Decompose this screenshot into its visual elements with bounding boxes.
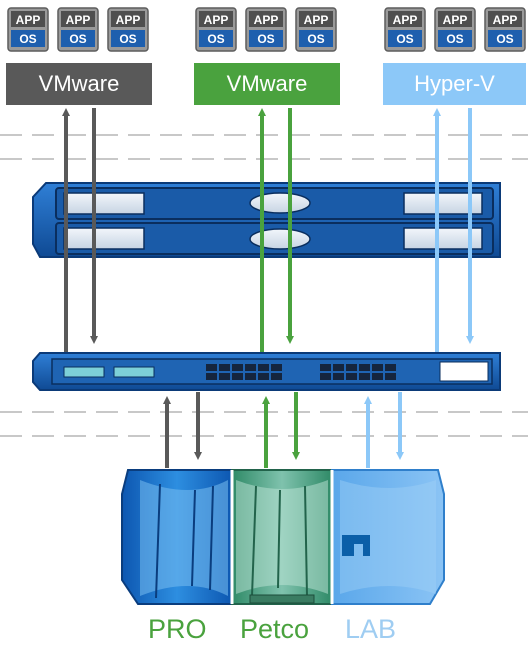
switch-port xyxy=(206,373,217,380)
switch-port xyxy=(271,373,282,380)
switch-port xyxy=(346,364,357,371)
switch-port xyxy=(346,373,357,380)
switch-port xyxy=(258,364,269,371)
tile-top-text: APP xyxy=(493,13,518,27)
app-os-tile-icon: APP OS xyxy=(295,7,337,52)
hypervisor-label-right: Hyper-V xyxy=(383,63,526,105)
tile-top-text: APP xyxy=(304,13,329,27)
storage-array xyxy=(121,469,445,605)
app-os-tile-icon: APP OS xyxy=(484,7,526,52)
switch-port xyxy=(232,373,243,380)
hypervisor-label-left: VMware xyxy=(6,63,152,105)
network-switch xyxy=(32,352,501,391)
hypervisor-label-middle: VMware xyxy=(194,63,340,105)
tile-top-text: APP xyxy=(393,13,418,27)
app-os-tile-icon: APP OS xyxy=(107,7,149,52)
tile-top-text: APP xyxy=(254,13,279,27)
tile-bottom-text: OS xyxy=(446,32,463,46)
switch-port xyxy=(320,364,331,371)
server-led-top xyxy=(249,192,311,214)
switch-port xyxy=(372,373,383,380)
switch-port xyxy=(333,373,344,380)
storage-logo-icon xyxy=(342,535,370,556)
tile-bottom-text: OS xyxy=(19,32,36,46)
switch-port xyxy=(333,364,344,371)
switch-ports xyxy=(206,361,489,382)
server-led-bottom xyxy=(249,228,311,250)
data-flow-arrows xyxy=(62,108,474,468)
tile-top-text: APP xyxy=(116,13,141,27)
tile-bottom-text: OS xyxy=(307,32,324,46)
tile-bottom-text: OS xyxy=(207,32,224,46)
tile-top-text: APP xyxy=(16,13,41,27)
storage-label-pro: PRO xyxy=(148,614,207,644)
tile-bottom-text: OS xyxy=(69,32,86,46)
switch-port xyxy=(359,364,370,371)
switch-port xyxy=(372,364,383,371)
app-os-tile-icon: APP OS xyxy=(195,7,237,52)
switch-port xyxy=(385,364,396,371)
app-os-tile-icon: APP OS xyxy=(245,7,287,52)
tile-bottom-text: OS xyxy=(119,32,136,46)
tile-bottom-text: OS xyxy=(257,32,274,46)
switch-port xyxy=(320,373,331,380)
storage-label-lab: LAB xyxy=(345,614,397,644)
switch-port xyxy=(206,364,217,371)
app-os-tile-icon: APP OS xyxy=(384,7,426,52)
app-os-tile-icon: APP OS xyxy=(434,7,476,52)
tile-bottom-text: OS xyxy=(496,32,513,46)
app-os-tile-icon: APP OS xyxy=(7,7,49,52)
tile-top-text: APP xyxy=(204,13,229,27)
switch-port xyxy=(245,373,256,380)
switch-port xyxy=(219,364,230,371)
switch-port xyxy=(245,364,256,371)
tile-bottom-text: OS xyxy=(396,32,413,46)
switch-port xyxy=(219,373,230,380)
tile-top-text: APP xyxy=(66,13,91,27)
switch-port xyxy=(359,373,370,380)
tile-top-text: APP xyxy=(443,13,468,27)
app-os-tiles: APP OS APP OS APP OS APP OS APP OS APP OS APP OS APP OS… xyxy=(7,7,526,52)
server-chassis xyxy=(32,182,501,258)
switch-status-light-2 xyxy=(113,366,155,378)
switch-port xyxy=(271,364,282,371)
switch-port xyxy=(258,373,269,380)
app-os-tile-icon: APP OS xyxy=(57,7,99,52)
switch-port xyxy=(385,373,396,380)
switch-status-light-1 xyxy=(63,366,105,378)
switch-port xyxy=(232,364,243,371)
storage-label-petco: Petco xyxy=(240,614,310,644)
